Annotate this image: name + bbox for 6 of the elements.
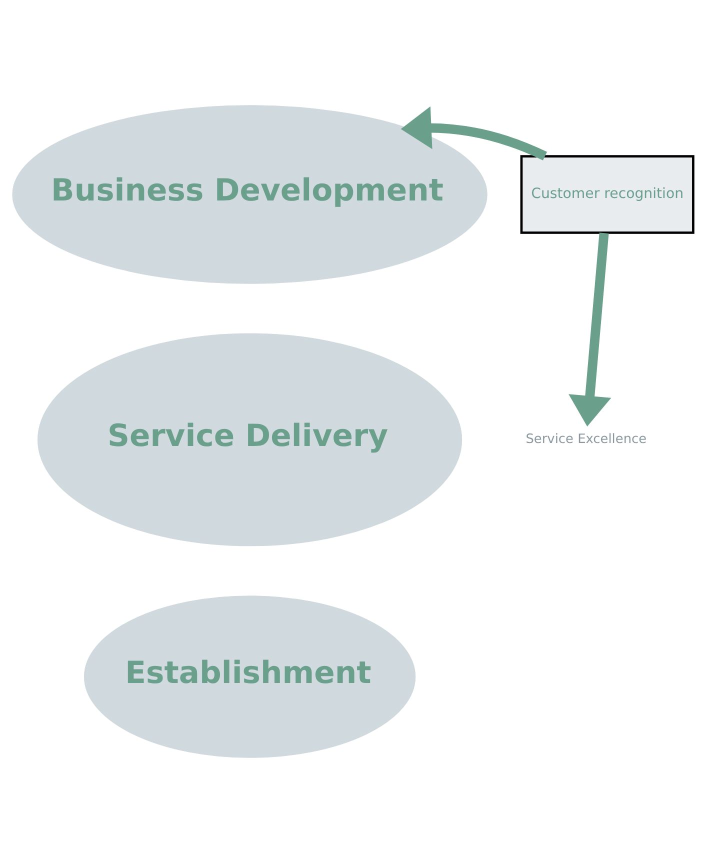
node-text: Service Excellence xyxy=(526,432,647,448)
node-ellipse: Service Delivery xyxy=(38,333,462,546)
arrow xyxy=(568,232,612,426)
node-ellipse: Establishment xyxy=(84,596,416,758)
arrow xyxy=(400,106,547,160)
node-box: Customer recognition xyxy=(520,155,694,234)
